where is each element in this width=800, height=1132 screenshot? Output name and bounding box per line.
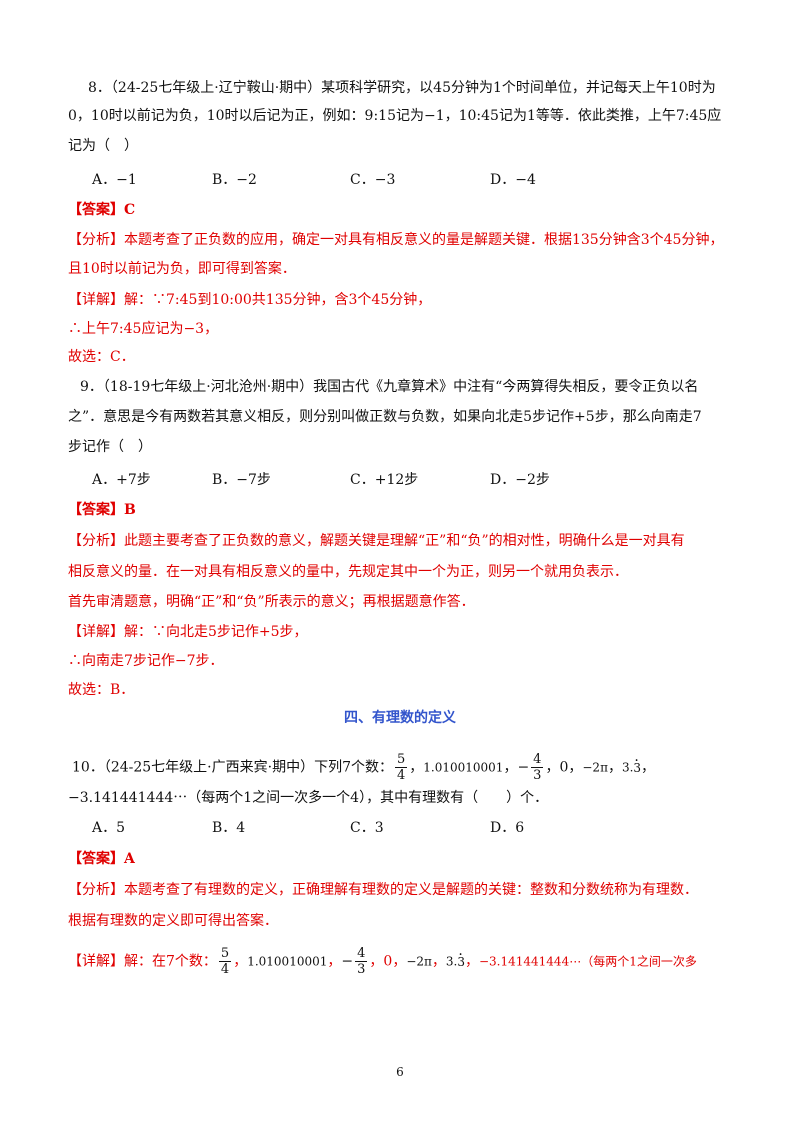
q9-detail-line2: ∴向南走7步记作−7步． [68, 653, 224, 669]
q8-answer: 【答案】C [68, 202, 136, 218]
q9-stem-line2: 之”．意思是今有两数若其意义相反，则分别叫做正数与负数，如果向北走5步记作+5步… [68, 409, 702, 425]
q10-detail-number-2: 1.010010001 [247, 954, 328, 969]
q10-detail-number-6: 3.3 [446, 955, 465, 969]
q8-analysis-line2: 且10时以前记为负，即可得到答案． [68, 261, 296, 277]
q10-answer: 【答案】A [68, 851, 135, 867]
q10-detail-prefix: 【详解】解：在7个数： [68, 953, 217, 970]
section-heading: 四、有理数的定义 [344, 710, 456, 726]
q10-analysis-line2: 根据有理数的定义即可得出答案． [68, 913, 278, 929]
q9-choice: 故选：B． [68, 682, 135, 698]
q10-number-2: 1.010010001 [423, 760, 504, 775]
q8-detail-line2: ∴上午7:45应记为−3， [68, 321, 219, 337]
q8-option-d: D．−4 [490, 172, 536, 188]
q9-option-d: D．−2步 [490, 472, 550, 488]
q8-option-a: A．−1 [92, 172, 137, 188]
q10-detail-fraction-sign: − [341, 953, 354, 970]
q10-number-5: −2π [582, 760, 608, 775]
q9-analysis-line2: 相反意义的量．在一对具有相反意义的量中，先规定其中一个为正，则另一个就用负表示． [68, 564, 628, 580]
q9-option-a: A．+7步 [92, 472, 151, 488]
q9-stem-line1: 9．（18-19七年级上·河北沧州·期中）我国古代《九章算术》中注有“今两算得失… [80, 379, 699, 395]
q10-number-4: 0 [559, 759, 569, 776]
q10-option-c: C．3 [350, 820, 384, 836]
q8-choice: 故选：C． [68, 349, 135, 365]
q9-detail-line1: 【详解】解：∵向北走5步记作+5步， [68, 624, 308, 640]
page-number: 6 [396, 1065, 404, 1079]
q10-detail-number-5: −2π [406, 954, 432, 969]
q8-option-c: C．−3 [350, 172, 396, 188]
q9-option-b: B．−7步 [212, 472, 271, 488]
q10-option-b: B．4 [212, 820, 246, 836]
q10-number-6: 3.3 [622, 761, 641, 775]
q8-analysis-line1: 【分析】本题考查了正负数的应用，确定一对具有相反意义的量是解题关键．根据135分… [68, 232, 724, 248]
q8-stem-line1: 8．（24-25七年级上·辽宁鞍山·期中）某项科学研究，以45分钟为1个时间单位… [88, 80, 716, 96]
q8-stem-line2: 0，10时以前记为负，10时以后记为正，例如：9:15记为−1，10:45记为1… [68, 108, 722, 124]
q9-analysis-line3: 首先审清题意，明确“正”和“负”所表示的意义；再根据题意作答． [68, 594, 475, 610]
q9-answer: 【答案】B [68, 502, 136, 518]
q8-stem-line3: 记为（ ） [68, 138, 138, 154]
q10-stem-prefix: 10．（24-25七年级上·广西来宾·期中）下列7个数： [72, 759, 393, 776]
q8-detail-line1: 【详解】解：∵7:45到10:00共135分钟，含3个45分钟， [68, 292, 432, 308]
q8-option-b: B．−2 [212, 172, 257, 188]
q9-analysis-line1: 【分析】此题主要考查了正负数的意义，解题关键是理解“正”和“负”的相对性，明确什… [68, 533, 685, 549]
q10-stem-line2: −3.141441444⋯（每两个1之间一次多一个4），其中有理数有（ ）个． [68, 790, 549, 806]
q10-detail-suffix: −3.141441444⋯（每两个1之间一次多 [478, 954, 697, 969]
q10-option-a: A．5 [92, 820, 126, 836]
q10-detail-number-4: 0 [383, 953, 393, 970]
q10-option-d: D．6 [490, 820, 525, 836]
q10-detail-line: 【详解】解：在7个数：54，1.010010001，−43，0，−2π，3.3，… [68, 946, 697, 977]
q9-stem-line3: 步记作（ ） [68, 439, 152, 455]
q9-option-c: C．+12步 [350, 472, 419, 488]
q10-fraction-sign: − [517, 759, 530, 776]
q10-analysis-line1: 【分析】本题考查了有理数的定义，正确理解有理数的定义是解题的关键：整数和分数统称… [68, 882, 698, 898]
